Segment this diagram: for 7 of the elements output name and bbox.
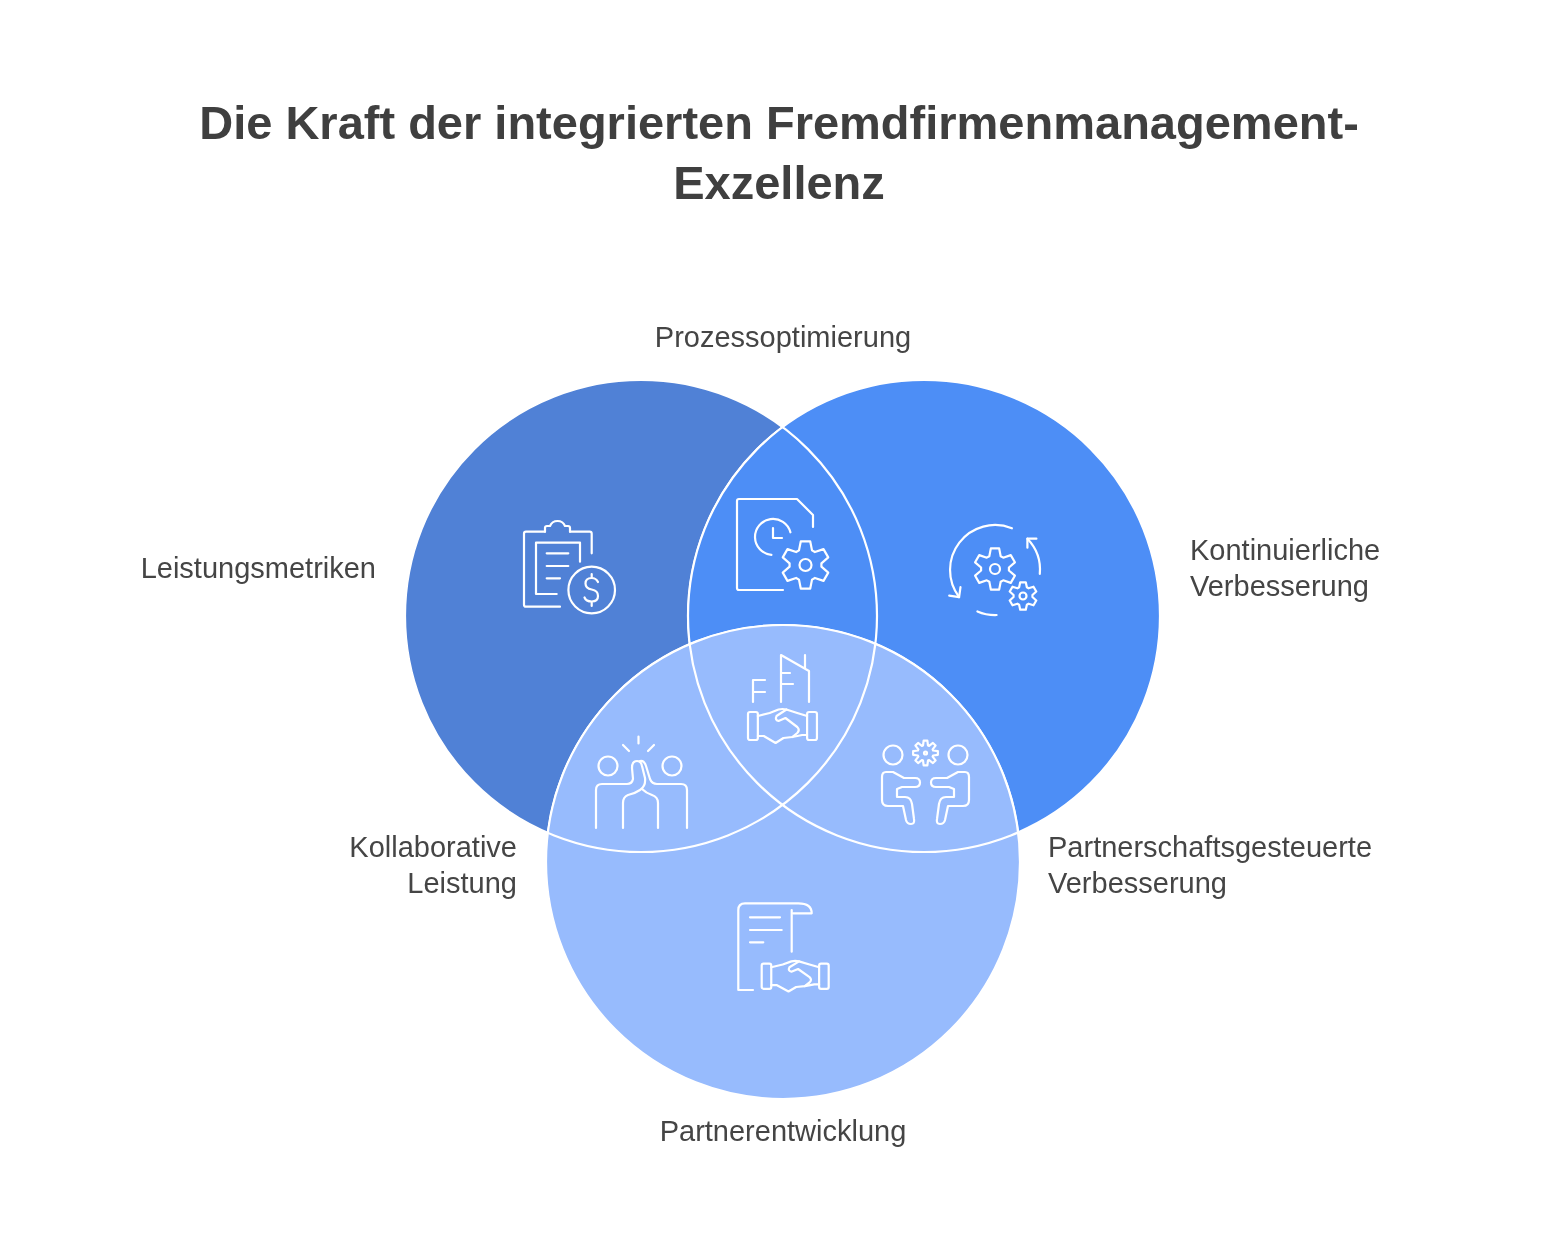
overlap-label: Kollaborative Leistung	[348, 830, 517, 901]
overlap-label: Partnerschaftsgesteuerte Verbesserung	[1048, 830, 1373, 901]
circle-label: Leistungsmetriken	[140, 551, 376, 586]
overlap-label: Prozessoptimierung	[654, 320, 912, 355]
circle-label: Partnerentwicklung	[659, 1114, 907, 1149]
title: Die Kraft der integrierten Fremdfirmenmanagement-Exzellenz	[198, 95, 1360, 211]
circle-label: Kontinuierliche Verbesserung	[1190, 533, 1382, 604]
